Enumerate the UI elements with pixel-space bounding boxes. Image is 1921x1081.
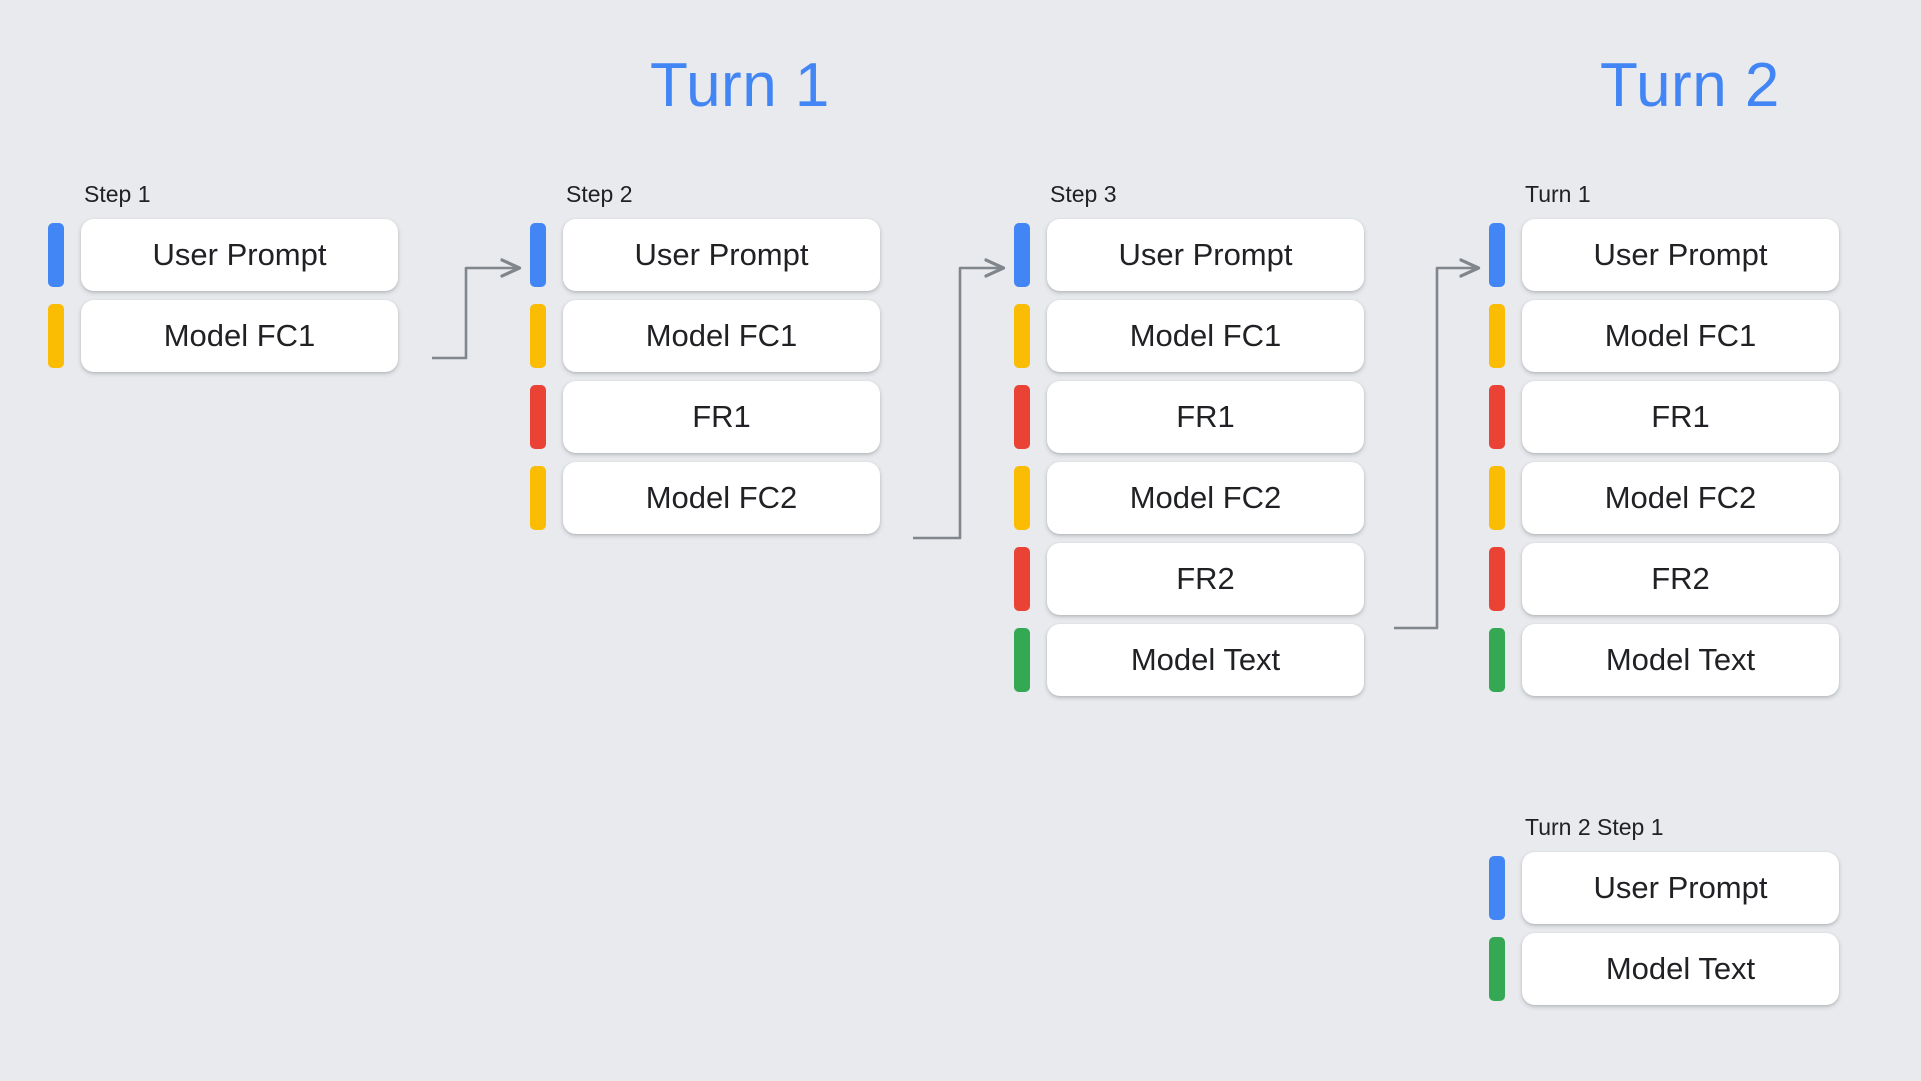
card-label: Model FC2 bbox=[563, 462, 880, 535]
row-fr1[interactable]: FR1 bbox=[1014, 381, 1364, 454]
status-bar-green bbox=[1489, 937, 1505, 1002]
column-step-3: Step 3 User Prompt Model FC1 FR1 Model F… bbox=[1014, 181, 1364, 697]
card-label: Model FC1 bbox=[563, 300, 880, 373]
card-label: FR1 bbox=[1522, 381, 1839, 454]
row-fr2[interactable]: FR2 bbox=[1014, 543, 1364, 616]
row-user-prompt[interactable]: User Prompt bbox=[1014, 219, 1364, 292]
card-label: Model FC2 bbox=[1522, 462, 1839, 535]
column-turn-2-step-1: Turn 2 Step 1 User Prompt Model Text bbox=[1489, 814, 1839, 1006]
row-model-fc2[interactable]: Model FC2 bbox=[1489, 462, 1839, 535]
card-label: Model Text bbox=[1047, 624, 1364, 697]
card-stack-turn-2-step-1: User Prompt Model Text bbox=[1489, 852, 1839, 1006]
status-bar-red bbox=[1014, 385, 1030, 450]
status-bar-blue bbox=[1014, 223, 1030, 288]
row-model-fc1[interactable]: Model FC1 bbox=[1489, 300, 1839, 373]
column-label-step-2: Step 2 bbox=[566, 181, 633, 207]
turn-2-heading: Turn 2 bbox=[1600, 51, 1780, 120]
row-model-fc1[interactable]: Model FC1 bbox=[48, 300, 398, 373]
card-label: Model Text bbox=[1522, 933, 1839, 1006]
status-bar-yellow bbox=[1014, 466, 1030, 531]
row-user-prompt[interactable]: User Prompt bbox=[1489, 219, 1839, 292]
card-label: FR2 bbox=[1522, 543, 1839, 616]
status-bar-green bbox=[1014, 628, 1030, 693]
card-label: User Prompt bbox=[1522, 219, 1839, 292]
status-bar-yellow bbox=[1014, 304, 1030, 369]
card-label: Model FC1 bbox=[1047, 300, 1364, 373]
card-stack-turn-1: User Prompt Model FC1 FR1 Model FC2 FR2 … bbox=[1489, 219, 1839, 697]
connector-step3-to-turn1 bbox=[1394, 268, 1478, 630]
card-label: User Prompt bbox=[1047, 219, 1364, 292]
card-label: FR1 bbox=[1047, 381, 1364, 454]
card-label: User Prompt bbox=[563, 219, 880, 292]
status-bar-yellow bbox=[530, 466, 546, 531]
card-label: FR2 bbox=[1047, 543, 1364, 616]
card-label: Model FC1 bbox=[81, 300, 398, 373]
status-bar-blue bbox=[48, 223, 64, 288]
row-model-text[interactable]: Model Text bbox=[1489, 933, 1839, 1006]
card-label: User Prompt bbox=[1522, 852, 1839, 925]
row-model-fc2[interactable]: Model FC2 bbox=[1014, 462, 1364, 535]
row-user-prompt[interactable]: User Prompt bbox=[48, 219, 398, 292]
column-label-turn-1: Turn 1 bbox=[1525, 181, 1591, 207]
row-fr2[interactable]: FR2 bbox=[1489, 543, 1839, 616]
column-label-step-1: Step 1 bbox=[84, 181, 151, 207]
row-fr1[interactable]: FR1 bbox=[1489, 381, 1839, 454]
status-bar-blue bbox=[530, 223, 546, 288]
connector-step2-to-step3 bbox=[913, 268, 1003, 540]
row-model-fc2[interactable]: Model FC2 bbox=[530, 462, 880, 535]
status-bar-yellow bbox=[1489, 466, 1505, 531]
row-model-fc1[interactable]: Model FC1 bbox=[1014, 300, 1364, 373]
status-bar-red bbox=[1489, 547, 1505, 612]
column-label-turn-2-step-1: Turn 2 Step 1 bbox=[1525, 814, 1664, 840]
row-model-text[interactable]: Model Text bbox=[1489, 624, 1839, 697]
turn-1-heading: Turn 1 bbox=[650, 51, 830, 120]
card-label: User Prompt bbox=[81, 219, 398, 292]
status-bar-red bbox=[1014, 547, 1030, 612]
connector-step1-to-step2 bbox=[432, 268, 519, 360]
card-label: Model Text bbox=[1522, 624, 1839, 697]
status-bar-yellow bbox=[530, 304, 546, 369]
column-step-2: Step 2 User Prompt Model FC1 FR1 Model F… bbox=[530, 181, 880, 535]
status-bar-yellow bbox=[48, 304, 64, 369]
row-fr1[interactable]: FR1 bbox=[530, 381, 880, 454]
card-label: Model FC1 bbox=[1522, 300, 1839, 373]
row-user-prompt[interactable]: User Prompt bbox=[1489, 852, 1839, 925]
column-label-step-3: Step 3 bbox=[1050, 181, 1117, 207]
card-stack-step-3: User Prompt Model FC1 FR1 Model FC2 FR2 … bbox=[1014, 219, 1364, 697]
status-bar-blue bbox=[1489, 856, 1505, 921]
status-bar-red bbox=[530, 385, 546, 450]
status-bar-blue bbox=[1489, 223, 1505, 288]
row-user-prompt[interactable]: User Prompt bbox=[530, 219, 880, 292]
card-stack-step-2: User Prompt Model FC1 FR1 Model FC2 bbox=[530, 219, 880, 535]
status-bar-green bbox=[1489, 628, 1505, 693]
column-step-1: Step 1 User Prompt Model FC1 bbox=[48, 181, 398, 373]
card-label: Model FC2 bbox=[1047, 462, 1364, 535]
status-bar-red bbox=[1489, 385, 1505, 450]
card-label: FR1 bbox=[563, 381, 880, 454]
column-turn-1: Turn 1 User Prompt Model FC1 FR1 Model F… bbox=[1489, 181, 1839, 697]
card-stack-step-1: User Prompt Model FC1 bbox=[48, 219, 398, 373]
row-model-text[interactable]: Model Text bbox=[1014, 624, 1364, 697]
status-bar-yellow bbox=[1489, 304, 1505, 369]
row-model-fc1[interactable]: Model FC1 bbox=[530, 300, 880, 373]
